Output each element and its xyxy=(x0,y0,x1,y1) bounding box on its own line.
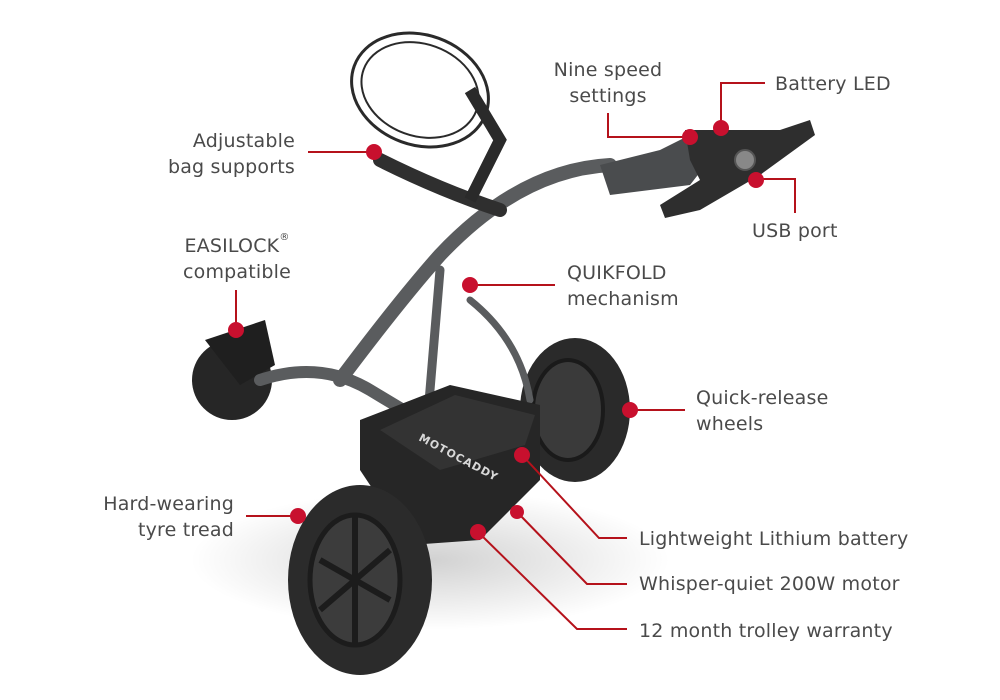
label-line: USB port xyxy=(752,220,838,242)
label-motor: Whisper-quiet 200W motor xyxy=(639,571,900,597)
label-usb: USB port xyxy=(752,218,838,244)
label-text: EASILOCK xyxy=(184,235,280,257)
dot-quikfold xyxy=(462,277,478,293)
dot-wheels xyxy=(622,402,638,418)
label-tread: Hard-wearing tyre tread xyxy=(103,491,234,543)
line-battery-led xyxy=(720,82,765,128)
dot-battery-led xyxy=(713,120,729,136)
chassis: MOTOCADDY xyxy=(360,385,540,545)
label-line: Quick-release xyxy=(696,387,829,409)
frame xyxy=(254,153,617,515)
label-line: Whisper-quiet 200W motor xyxy=(639,573,900,595)
label-line: 12 month trolley warranty xyxy=(639,620,893,642)
label-line: wheels xyxy=(696,413,764,435)
label-line: Lightweight Lithium battery xyxy=(639,528,909,550)
registered-mark: ® xyxy=(279,232,290,243)
label-line: Nine speed xyxy=(553,59,663,81)
dot-speed xyxy=(682,129,698,145)
label-battery-led: Battery LED xyxy=(775,71,891,97)
line-motor xyxy=(516,511,627,585)
label-bag-supports: Adjustable bag supports xyxy=(168,128,295,180)
dot-usb xyxy=(748,172,764,188)
label-warranty: 12 month trolley warranty xyxy=(639,618,893,644)
label-line: Adjustable xyxy=(192,130,295,152)
dot-bag-supports xyxy=(366,144,382,160)
label-line: EASILOCK® xyxy=(167,233,307,259)
label-line: Hard-wearing xyxy=(103,493,234,515)
dot-motor xyxy=(510,505,524,519)
label-line: bag supports xyxy=(167,156,295,178)
label-lithium: Lightweight Lithium battery xyxy=(639,526,909,552)
bag-support-ring xyxy=(350,31,507,203)
dot-tread xyxy=(290,508,306,524)
label-line: tyre tread xyxy=(137,519,234,541)
label-line: QUIKFOLD xyxy=(567,262,667,284)
label-line: mechanism xyxy=(567,288,679,310)
dot-easilock xyxy=(228,322,244,338)
line-warranty xyxy=(477,531,627,630)
label-line: settings xyxy=(569,85,647,107)
dot-warranty xyxy=(470,524,486,540)
label-line: Battery LED xyxy=(775,73,891,95)
dot-lithium xyxy=(514,447,530,463)
line-usb xyxy=(756,178,796,213)
line-speed xyxy=(607,113,690,138)
label-wheels: Quick-release wheels xyxy=(696,385,828,437)
handle xyxy=(600,120,815,218)
label-line: compatible xyxy=(182,261,292,283)
callout-dots xyxy=(228,120,764,540)
line-lithium xyxy=(521,454,627,539)
label-quikfold: QUIKFOLD mechanism xyxy=(567,260,679,312)
front-wheel xyxy=(192,320,275,420)
callout-lines xyxy=(235,82,796,630)
label-easilock: EASILOCK® compatible xyxy=(167,233,307,285)
label-speed: Nine speed settings xyxy=(548,57,668,109)
rear-wheel-left xyxy=(288,485,432,675)
